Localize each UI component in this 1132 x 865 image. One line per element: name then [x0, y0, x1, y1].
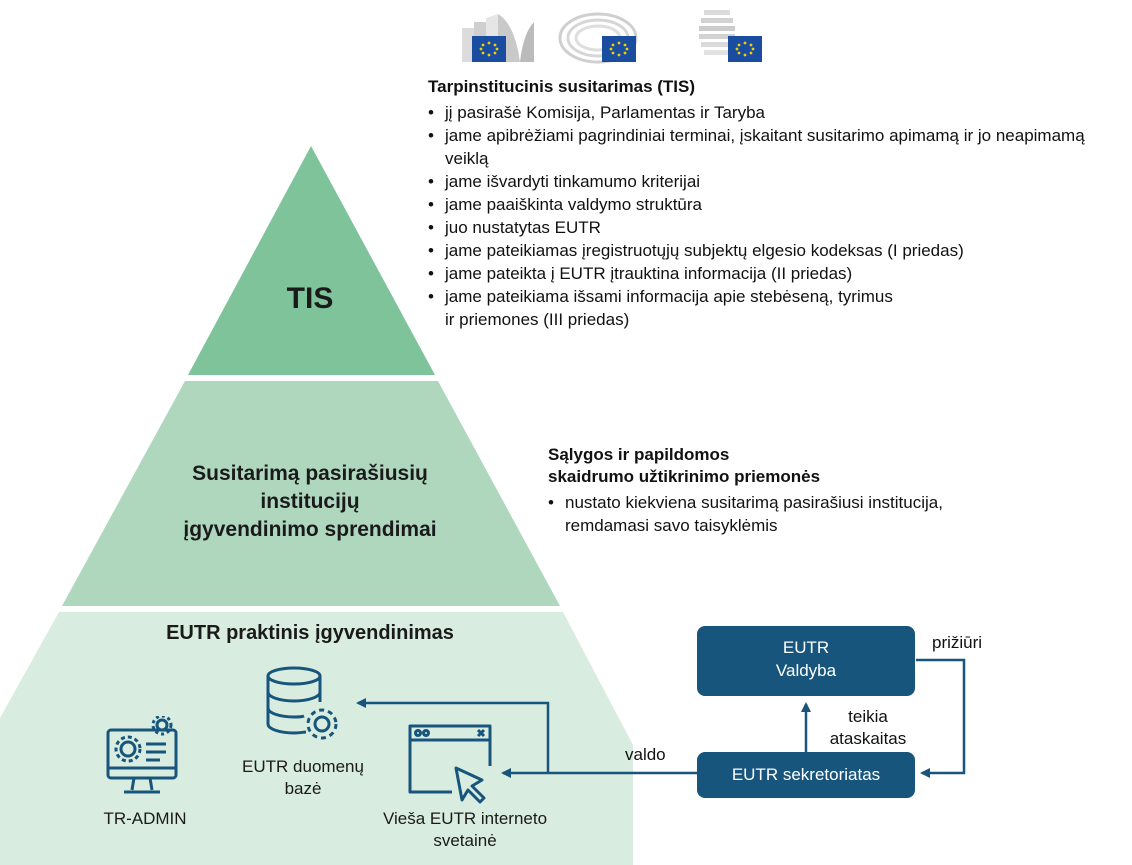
board-label-line: Valdyba	[775, 661, 837, 680]
reports-label-line: ataskaitas	[829, 729, 907, 748]
reports-label-line: teikia	[848, 707, 888, 726]
eu-stars	[479, 41, 755, 57]
council-logo	[699, 10, 762, 62]
database-label-line: EUTR duomenų	[242, 757, 364, 776]
tr-admin-label: TR-ADMIN	[103, 809, 187, 828]
tier-middle-label: Susitarimą pasirašiusių institucijų įgyv…	[160, 460, 460, 544]
eu-institution-logos	[462, 10, 762, 64]
tier-middle-label-line: institucijų	[260, 490, 360, 513]
tis-list: jį pasirašė Komisija, Parlamentas ir Tar…	[428, 101, 1118, 331]
pyramid-top-tier	[188, 146, 435, 375]
website-label-line: Vieša EUTR interneto	[382, 809, 548, 828]
tis-description: Tarpinstitucinis susitarimas (TIS) jį pa…	[428, 76, 1118, 331]
computer-settings-icon	[106, 716, 178, 794]
browser-window-icon	[408, 724, 492, 804]
list-item: jame paaiškinta valdymo struktūra	[428, 193, 1118, 216]
reports-label: teikia ataskaitas	[823, 706, 913, 750]
tier-middle-label-line: Susitarimą pasirašiusių	[192, 462, 428, 485]
tier-bottom-title: EUTR praktinis įgyvendinimas	[166, 622, 454, 644]
manages-database-arrow	[356, 698, 550, 773]
conditions-title-line: skaidrumo užtikrinimo priemonės	[548, 467, 821, 486]
supervises-label: prižiūri	[932, 633, 983, 652]
database-settings-icon	[266, 666, 338, 740]
european-commission-logo	[462, 14, 534, 62]
list-item: jame pateikta į EUTR įtrauktina informac…	[428, 262, 1118, 285]
european-parliament-logo	[558, 12, 638, 64]
pyramid-middle-tier	[62, 381, 560, 606]
tis-title: Tarpinstitucinis susitarimas (TIS)	[428, 77, 696, 96]
tier-top-label: TIS	[286, 282, 334, 315]
conditions-description: Sąlygos ir papildomos skaidrumo užtikrin…	[548, 444, 968, 537]
board-box: EUTR Valdyba	[697, 626, 915, 696]
website-label-line: svetainė	[433, 831, 497, 850]
secretariat-box: EUTR sekretoriatas	[697, 752, 915, 798]
database-label: EUTR duomenų bazė	[218, 756, 388, 800]
website-label: Vieša EUTR interneto svetainė	[360, 808, 570, 852]
list-item: juo nustatytas EUTR	[428, 216, 1118, 239]
list-item: jame pateikiama išsami informacija apie …	[428, 285, 895, 331]
list-item: jame pateikiamas įregistruotųjų subjektų…	[428, 239, 1118, 262]
conditions-title: Sąlygos ir papildomos skaidrumo užtikrin…	[548, 444, 968, 488]
manages-label: valdo	[625, 745, 666, 764]
conditions-list: nustato kiekviena susitarimą pasirašiusi…	[548, 491, 948, 537]
list-item: jame apibrėžiami pagrindiniai terminai, …	[428, 124, 1118, 170]
conditions-title-line: Sąlygos ir papildomos	[548, 445, 730, 464]
pyramid-bottom-tier	[0, 612, 633, 865]
list-item: nustato kiekviena susitarimą pasirašiusi…	[548, 491, 948, 537]
board-label-line: EUTR	[782, 638, 830, 657]
tier-middle-label-line: įgyvendinimo sprendimai	[183, 518, 437, 541]
supervises-arrow	[916, 658, 966, 778]
list-item: jame išvardyti tinkamumo kriterijai	[428, 170, 1118, 193]
list-item: jį pasirašė Komisija, Parlamentas ir Tar…	[428, 101, 1118, 124]
database-label-line: bazė	[284, 779, 322, 798]
